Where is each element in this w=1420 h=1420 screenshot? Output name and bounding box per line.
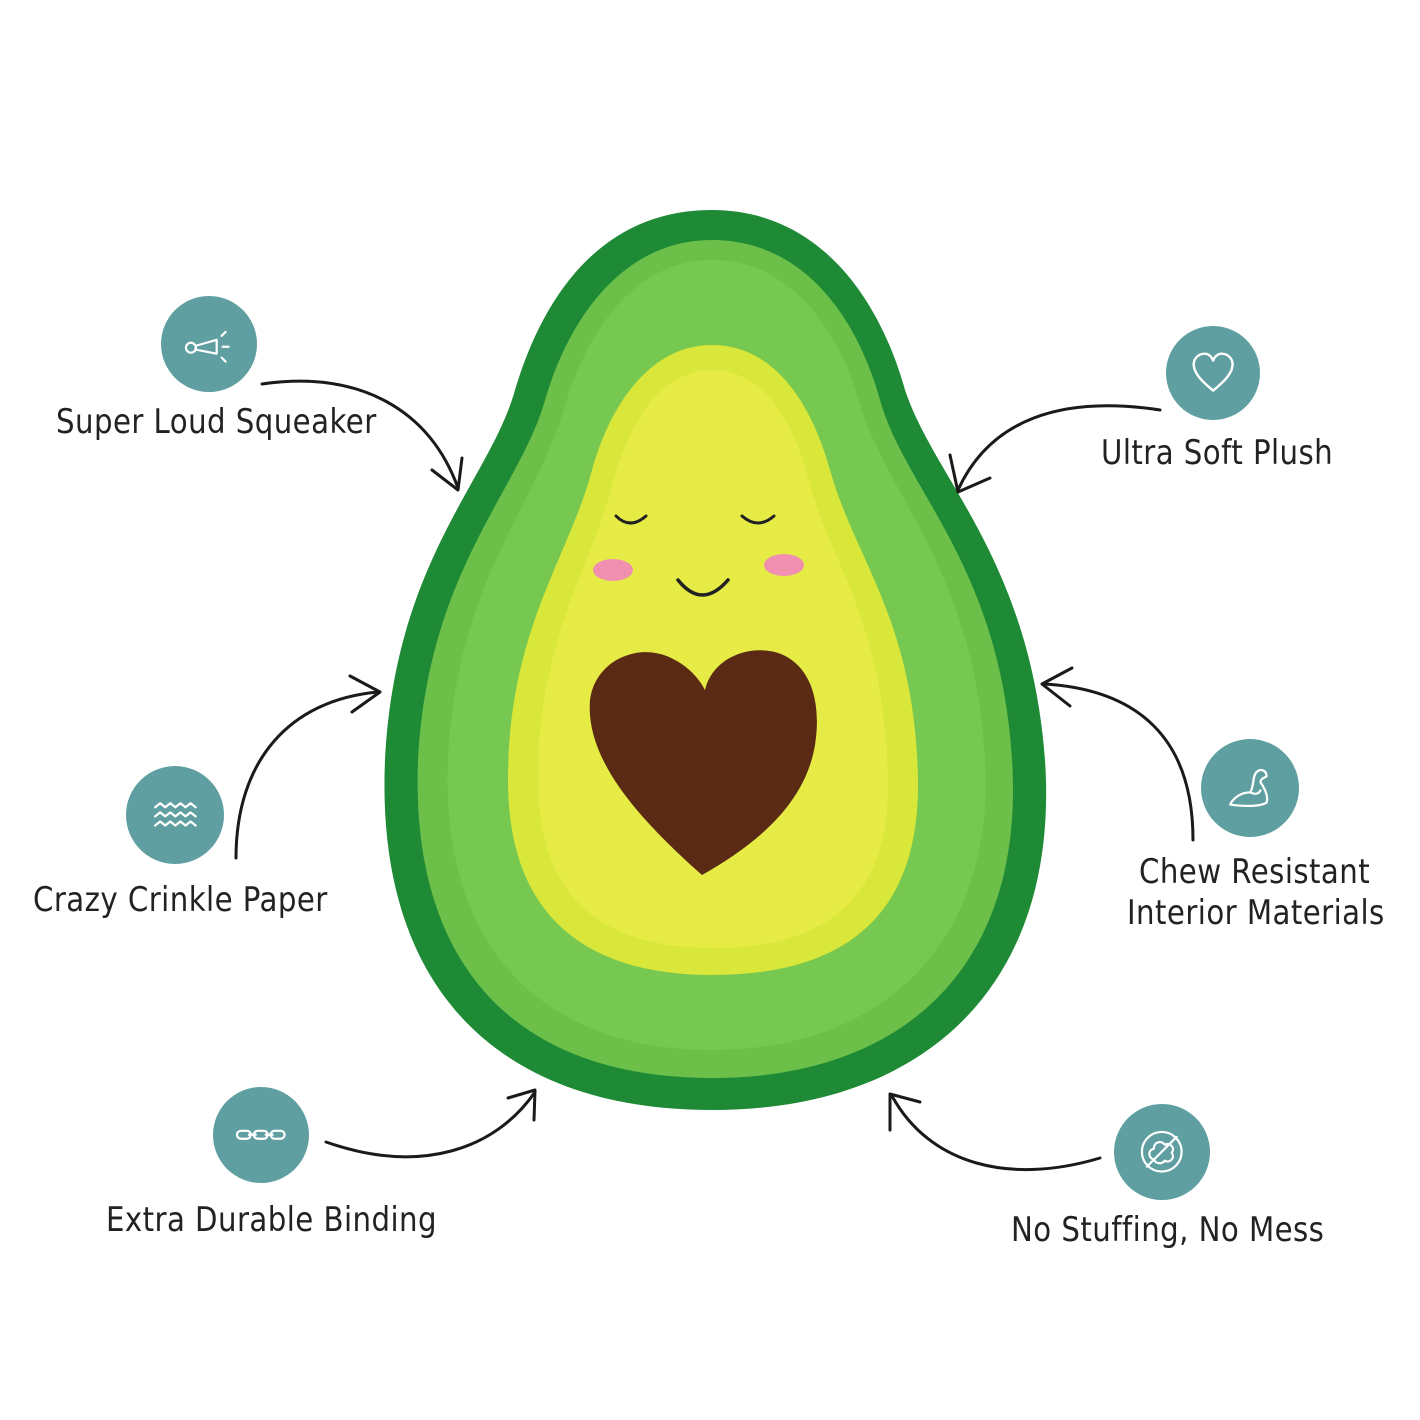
right-eye bbox=[740, 514, 776, 525]
binding-arrow bbox=[324, 1090, 537, 1159]
feature-label-chew-line2: Interior Materials bbox=[1127, 893, 1385, 933]
squeaker-arrow bbox=[260, 379, 460, 490]
stuffing-arrow bbox=[890, 1094, 1102, 1171]
feature-label-binding: Extra Durable Binding bbox=[106, 1200, 437, 1240]
muscle-icon bbox=[1201, 739, 1299, 837]
left-eye bbox=[614, 514, 648, 525]
heart-pit bbox=[589, 650, 817, 875]
waves-icon bbox=[126, 766, 224, 864]
horn-icon bbox=[161, 296, 257, 392]
feature-label-chew-line1: Chew Resistant bbox=[1139, 852, 1371, 892]
feature-label-plush: Ultra Soft Plush bbox=[1101, 433, 1334, 473]
plush-arrow bbox=[956, 404, 1162, 492]
right-cheek bbox=[764, 554, 804, 576]
feature-label-crinkle: Crazy Crinkle Paper bbox=[33, 880, 328, 920]
feature-label-stuffing: No Stuffing, No Mess bbox=[1011, 1210, 1325, 1250]
left-cheek bbox=[593, 559, 633, 581]
no-stuffing-icon bbox=[1114, 1104, 1210, 1200]
chew-arrow bbox=[1043, 682, 1195, 842]
crinkle-arrow bbox=[234, 690, 380, 860]
feature-label-squeaker: Super Loud Squeaker bbox=[56, 402, 377, 442]
smile bbox=[676, 578, 730, 597]
chain-icon bbox=[213, 1087, 309, 1183]
heart-icon bbox=[1166, 326, 1260, 420]
